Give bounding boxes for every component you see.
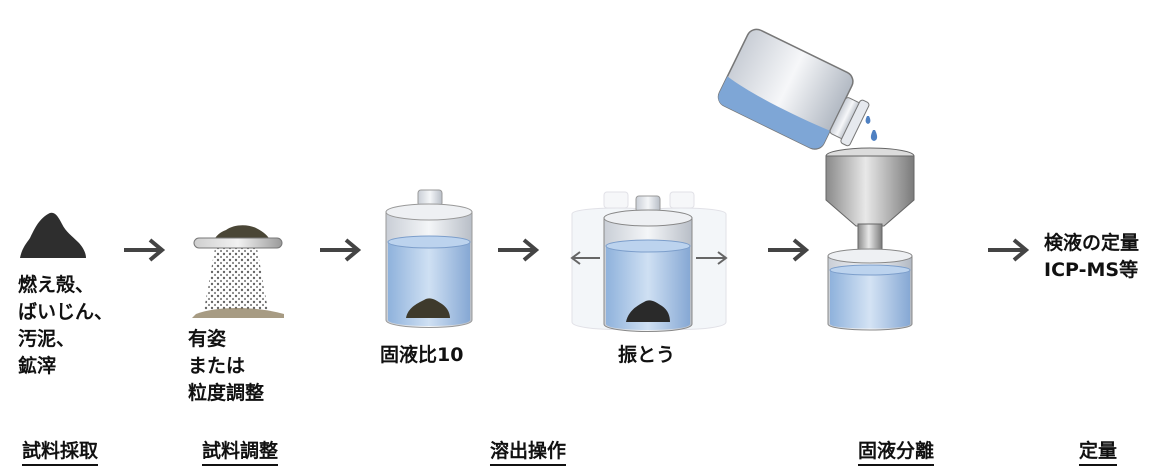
filtration-apparatus-icon [717, 28, 915, 331]
right-arrow-icon [768, 238, 810, 262]
stage-leaching: 溶出操作 [489, 436, 567, 466]
solid-liquid-ratio-label: 固液比10 [380, 344, 464, 366]
shaking-bottle-icon [570, 191, 728, 332]
right-arrow-icon [498, 238, 540, 262]
stage-quantification: 定量 [1078, 436, 1118, 466]
stage-sampling: 試料採取 [21, 436, 99, 466]
right-arrow-icon [124, 238, 166, 262]
extraction-bottle-icon [385, 189, 473, 328]
stage-solid-liquid-separation: 固液分離 [857, 436, 935, 466]
right-arrow-icon [988, 238, 1030, 262]
right-arrow-icon [320, 238, 362, 262]
quantification-label: 検液の定量 ICP-MS等 [1044, 232, 1140, 281]
stage-sample-prep: 試料調整 [201, 436, 279, 466]
shaking-label: 振とう [618, 344, 676, 366]
sample-pile-icon [20, 212, 86, 258]
sample-types-label: 燃え殻、 ばいじん、 汚泥、 鉱滓 [18, 274, 114, 377]
sieve-icon [192, 225, 284, 318]
prep-method-label: 有姿 または 粒度調整 [188, 328, 265, 404]
